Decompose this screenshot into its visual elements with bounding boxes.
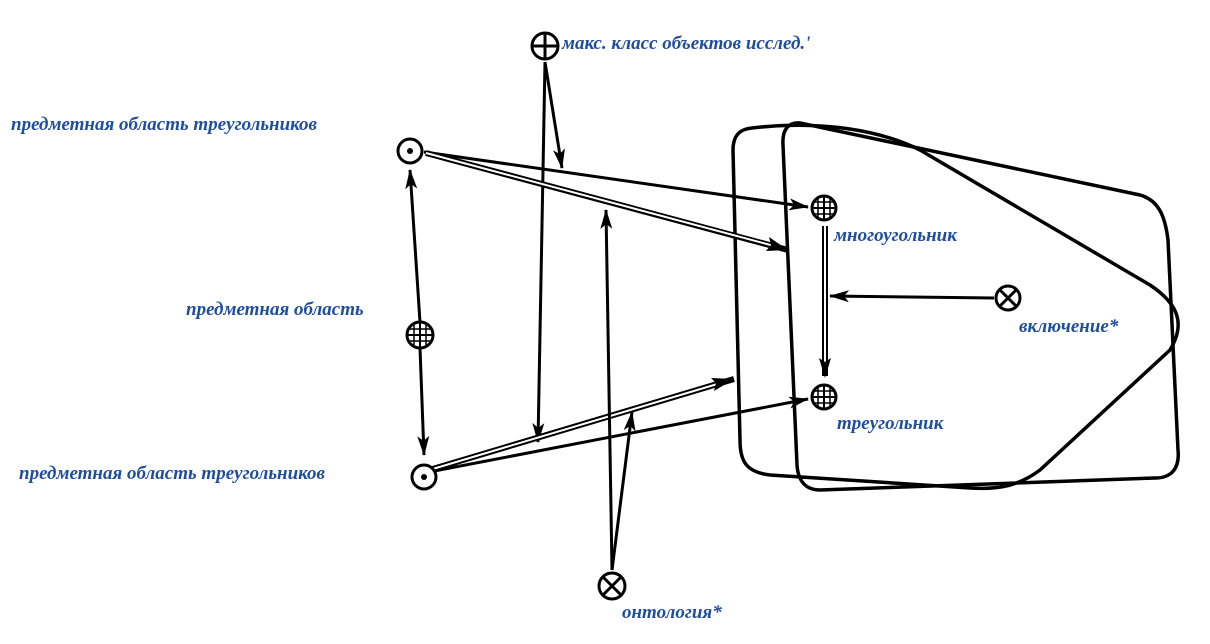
arc-domain-bottom-to-triangle — [423, 396, 809, 475]
structure-frame-left — [731, 123, 1180, 491]
label-domain: предметная область — [186, 299, 364, 320]
label-triangle: треугольник — [837, 413, 945, 434]
circle-grid-icon[interactable] — [405, 320, 435, 350]
circle-dot-icon[interactable] — [396, 137, 424, 165]
label-inclusion: включение* — [1019, 316, 1119, 337]
arc-maxclass-to-line — [543, 61, 565, 169]
arc-polygon-to-triangle-head — [819, 358, 831, 378]
arc-domain-top-to-polygon — [423, 150, 809, 211]
label-ontology: онтология* — [622, 602, 722, 623]
arc-ontology-to-structure — [610, 411, 636, 571]
circle-grid-icon[interactable] — [810, 383, 838, 411]
circle-dot-icon[interactable] — [410, 463, 438, 491]
label-max-class: макс. класс объектов исслед.' — [561, 33, 810, 54]
arc-domain-bottom-to-frame-inner — [425, 381, 725, 472]
label-polygon: многоугольник — [833, 225, 958, 246]
structure-frame-right — [781, 121, 1180, 492]
arc-maxclass-to-domain-bottom — [532, 61, 547, 443]
arc-domain-to-bottom — [417, 347, 430, 456]
arc-inclusion-to-pair — [829, 290, 995, 303]
arc-domain-bottom-to-frame-head — [711, 378, 734, 391]
arc-domain-top-to-frame-inner — [425, 152, 779, 248]
label-domain-top: предметная область треугольников — [11, 114, 318, 135]
arc-ontology-to-line — [600, 209, 614, 571]
arc-domain-to-top — [405, 169, 422, 323]
arc-domain-top-to-frame-head — [766, 237, 788, 251]
circle-grid-icon[interactable] — [810, 194, 838, 222]
circle-x-icon[interactable] — [597, 571, 627, 601]
circle-plus-icon[interactable] — [530, 31, 560, 61]
label-domain-bottom: предметная область треугольников — [19, 463, 326, 484]
circle-x-icon[interactable] — [994, 284, 1022, 312]
